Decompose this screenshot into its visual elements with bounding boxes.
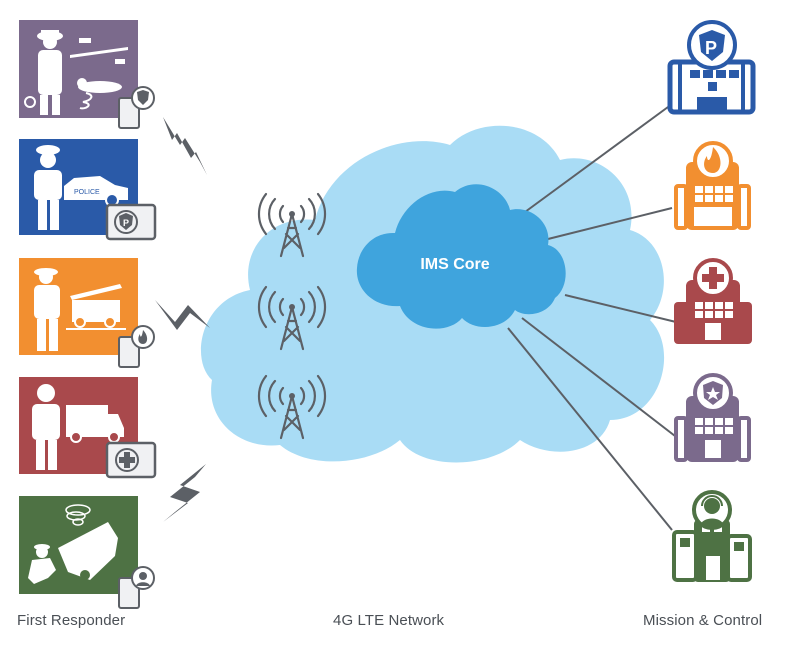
link-hospital — [564, 294, 677, 323]
lte-network-label: 4G LTE Network — [333, 612, 445, 629]
flame-icon — [704, 147, 721, 173]
core-links — [507, 106, 677, 531]
cell-tower-icon — [257, 285, 327, 351]
building-sheriff-station — [674, 373, 751, 462]
building-fire-station — [674, 141, 751, 230]
dispatcher-headset-icon — [136, 572, 150, 586]
ambulance-icon — [66, 405, 124, 443]
building-dispatch-center — [672, 490, 752, 582]
link-police-station — [524, 106, 669, 213]
ims-core-label: IMS Core — [420, 256, 490, 273]
cell-tower-icon — [257, 192, 327, 258]
svg-text:P: P — [705, 38, 717, 58]
investigator-figure-icon — [24, 30, 63, 115]
cell-towers — [257, 192, 327, 440]
first-responder-label: First Responder — [17, 612, 126, 629]
link-fire-station — [547, 207, 673, 240]
responder-rescue — [19, 496, 155, 609]
lightning-bolt-icon — [163, 464, 206, 522]
shield-star-icon — [137, 90, 149, 105]
lightning-bolt-icon — [155, 300, 210, 330]
device-phone-icon — [118, 325, 155, 368]
cell-tower-icon — [257, 374, 327, 440]
responder-police: POLICE P — [19, 139, 157, 241]
device-tablet-icon: P — [105, 203, 157, 241]
building-hospital — [674, 258, 752, 344]
link-sheriff-station — [521, 317, 676, 437]
building-police-station: P — [667, 20, 756, 115]
police-car-icon — [64, 176, 128, 207]
firefighter-figure-icon — [34, 268, 60, 351]
device-phone-icon — [118, 86, 155, 129]
paramedic-figure-icon — [32, 384, 60, 470]
rescue-worker-figure-icon — [28, 544, 56, 584]
medical-cross-icon — [702, 267, 724, 289]
responder-investigator — [19, 20, 155, 129]
police-badge-p-icon — [699, 30, 725, 61]
responder-firefighter — [19, 258, 155, 368]
police-officer-figure-icon — [34, 145, 62, 230]
overturned-car-icon — [58, 522, 118, 580]
responder-paramedic — [19, 377, 157, 479]
ims-core-cloud — [356, 184, 566, 329]
fire-truck-icon — [66, 284, 126, 330]
dispatcher-headset-icon — [700, 495, 724, 526]
device-tablet-icon — [105, 441, 157, 479]
tornado-icon — [65, 504, 91, 526]
lightning-bolt-icon — [163, 117, 207, 175]
flame-icon — [138, 330, 148, 344]
crime-scene-icon — [70, 38, 128, 110]
device-phone-icon — [118, 566, 155, 609]
wireless-signals — [155, 117, 210, 522]
mission-control-label: Mission & Control — [643, 612, 763, 629]
svg-text:P: P — [123, 218, 129, 228]
police-badge-p-icon — [119, 213, 133, 230]
police-car-text: POLICE — [74, 189, 100, 196]
link-dispatch-center — [507, 327, 673, 531]
medical-cross-icon — [119, 452, 135, 468]
